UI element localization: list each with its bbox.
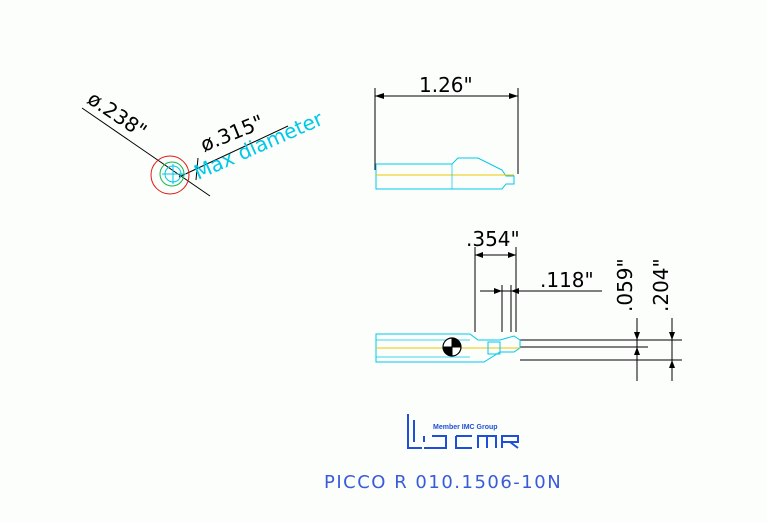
width-insert-label: .118" — [540, 268, 594, 292]
arrow-cut-left — [475, 252, 483, 258]
part-number-caption: PICCO R 010.1506-10N — [324, 472, 562, 493]
tool-outline-top — [375, 333, 521, 363]
end-view: ø.238" ø.315" Max diameter — [81, 86, 327, 197]
diameter-inner-label: ø.238" — [83, 86, 151, 143]
height-overall-label: .204" — [649, 258, 673, 312]
arrow-right — [509, 93, 518, 99]
arrow-left — [375, 93, 384, 99]
side-view: 1.26" — [374, 73, 519, 190]
length-overall-label: 1.26" — [419, 73, 473, 97]
top-view: .354" .118" .059" .204" — [375, 227, 682, 381]
arrow-insert-left — [494, 288, 502, 294]
arrow-height-bottom — [669, 360, 675, 368]
max-diameter-circle — [150, 155, 190, 195]
leader-inner — [81, 107, 211, 197]
arrow-insert-right — [511, 288, 519, 294]
height-minimum-label: .059" — [613, 258, 637, 312]
arrow-min-top — [634, 332, 640, 340]
arrow-cut-right — [508, 252, 516, 258]
arrow-min-bottom — [634, 347, 640, 355]
insert-pocket — [487, 341, 501, 355]
center-mark-icon — [442, 337, 462, 357]
member-imc-text: Member IMC Group — [433, 424, 498, 431]
leader-outer-extension — [178, 125, 289, 178]
length-cut-label: .354" — [466, 227, 520, 251]
iscar-logo-icon: Member IMC Group — [407, 414, 519, 449]
tool-outline-side — [375, 157, 515, 190]
arrow-height-top — [669, 332, 675, 340]
